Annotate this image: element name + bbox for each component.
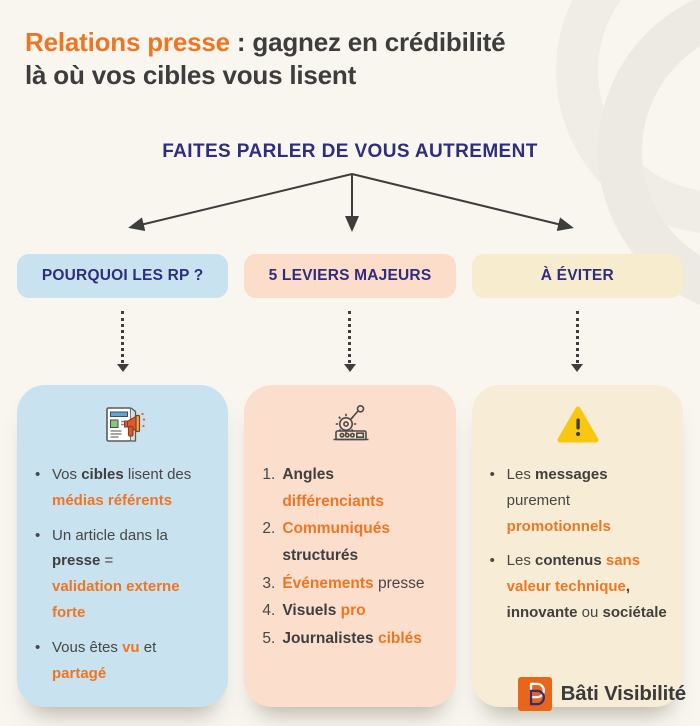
brand-logo-icon [517, 677, 552, 711]
list-item: 1.Angles différenciants [262, 466, 384, 510]
title-line2: là où vos cibles vous lisent [25, 59, 357, 90]
dotted-arrow-icon [472, 311, 683, 372]
newspaper-megaphone-icon [35, 403, 212, 453]
list-item: 2.Communiqués structurés [262, 520, 390, 564]
list-item: •Vous êtes vu et partagé [35, 638, 157, 682]
list-item: 3.Événements presse [262, 574, 425, 592]
title-highlight: Relations presse [25, 27, 230, 57]
pill-a-eviter: À ÉVITER [471, 254, 683, 298]
pill-5-leviers-majeurs: 5 LEVIERS MAJEURS [244, 254, 456, 298]
section-subtitle: FAITES PARLER DE VOUS AUTREMENT [162, 141, 538, 162]
card-5-leviers: 1.Angles différenciants 2.Communiqués str… [244, 385, 456, 708]
branch-arrows [128, 173, 574, 232]
list-item: 4.Visuels pro [262, 602, 366, 620]
title-rest: : gagnez en crédibilité [229, 27, 506, 57]
dotted-arrows-row [0, 311, 700, 372]
page-title: Relations presse : gagnez en crédibilité… [25, 26, 676, 91]
brand-logo: Bâti Visibilité [517, 677, 687, 711]
warning-icon [490, 403, 667, 453]
pills-row: POURQUOI LES RP ? 5 LEVIERS MAJEURS À ÉV… [0, 254, 700, 298]
list-item: •Un article dans la presse =validation e… [35, 526, 180, 621]
list-item: 5.Journalistes ciblés [262, 629, 422, 647]
dotted-arrow-icon [17, 311, 228, 372]
pill-pourquoi-les-rp: POURQUOI LES RP ? [17, 254, 229, 298]
brand-name: Bâti Visibilité [560, 682, 687, 705]
card-list-leviers: 1.Angles différenciants 2.Communiqués str… [262, 462, 439, 653]
press-machine-icon [262, 403, 439, 453]
dotted-arrow-icon [244, 311, 455, 372]
